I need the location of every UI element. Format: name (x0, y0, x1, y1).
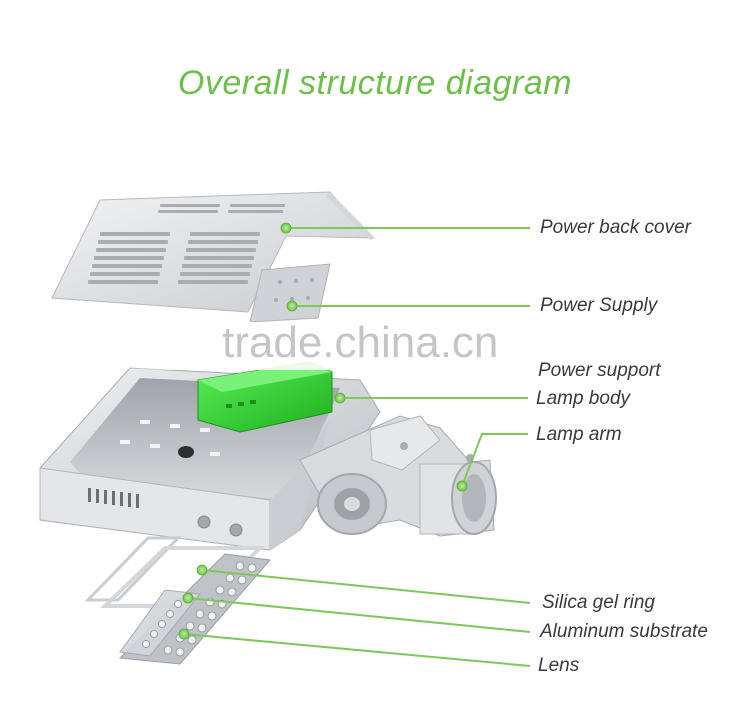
label-power-supply: Power Supply (540, 295, 658, 316)
label-power-support: Power support (538, 360, 661, 381)
leader-lines (183, 227, 531, 667)
label-silica-gel-ring: Silica gel ring (542, 592, 655, 613)
label-power-back-cover: Power back cover (540, 217, 692, 238)
page-title: Overall structure diagram (177, 64, 573, 102)
leader-line-silica-gel-ring (201, 569, 531, 604)
leader-line-aluminum-substrate (187, 597, 531, 633)
label-lens: Lens (538, 655, 580, 676)
watermark-band (120, 322, 700, 370)
label-aluminum-substrate: Aluminum substrate (540, 621, 708, 642)
leader-line-lamp-arm (461, 433, 528, 487)
leader-dots (178, 222, 468, 640)
leader-line-lens (183, 633, 531, 667)
power-supply-part (249, 263, 331, 323)
label-lamp-body: Lamp body (536, 388, 631, 409)
watermark-text: trade.china.cn (222, 318, 499, 367)
lamp-arm-part (299, 415, 497, 537)
power-back-cover-part (51, 191, 375, 313)
label-lamp-arm: Lamp arm (536, 424, 622, 445)
